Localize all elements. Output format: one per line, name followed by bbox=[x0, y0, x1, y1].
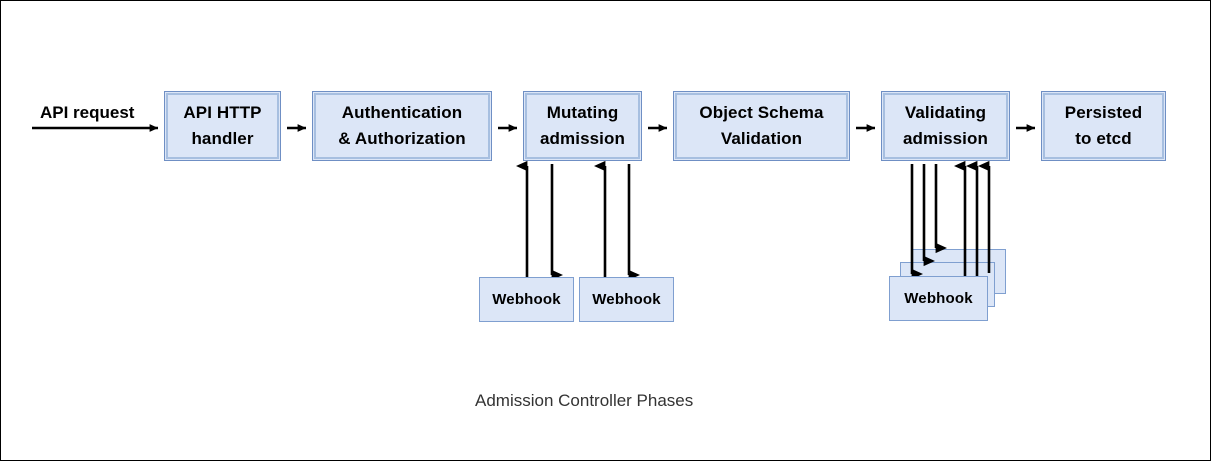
api-request-label: API request bbox=[40, 103, 135, 122]
phase-label-line1: Object Schema bbox=[699, 102, 824, 122]
phase-label-line1: Persisted bbox=[1064, 102, 1143, 122]
mutating-webhook-box-2[interactable]: Webhook bbox=[579, 277, 674, 322]
phase-box-mutating-admission[interactable]: Mutating admission bbox=[523, 91, 642, 161]
phase-label-line2: admission bbox=[540, 129, 625, 148]
phase-label-line2: & Authorization bbox=[338, 129, 466, 148]
phase-box-authn-authz[interactable]: Authentication & Authorization bbox=[312, 91, 492, 161]
mutating-webhook-box-1[interactable]: Webhook bbox=[479, 277, 574, 322]
phase-box-api-http-handler[interactable]: API HTTP handler bbox=[164, 91, 281, 161]
webhook-label: Webhook bbox=[492, 291, 561, 308]
phase-box-persisted-to-etcd[interactable]: Persisted to etcd bbox=[1041, 91, 1166, 161]
phase-box-object-schema-validation[interactable]: Object Schema Validation bbox=[673, 91, 850, 161]
phase-label-line1: Mutating bbox=[546, 102, 619, 122]
phase-label-line2: handler bbox=[191, 129, 254, 148]
phase-box-validating-admission[interactable]: Validating admission bbox=[881, 91, 1010, 161]
phase-label-line1: API HTTP bbox=[183, 102, 262, 122]
webhook-label: Webhook bbox=[904, 290, 973, 307]
phase-label-line2: admission bbox=[903, 129, 988, 148]
validating-webhook-box-front[interactable]: Webhook bbox=[889, 276, 988, 321]
phase-label-line2: to etcd bbox=[1075, 129, 1132, 148]
phase-label-line1: Validating bbox=[904, 102, 987, 122]
webhook-label: Webhook bbox=[592, 291, 661, 308]
phase-label-line1: Authentication bbox=[341, 102, 463, 122]
diagram-caption: Admission Controller Phases bbox=[475, 391, 694, 410]
phase-label-line2: Validation bbox=[720, 129, 803, 148]
